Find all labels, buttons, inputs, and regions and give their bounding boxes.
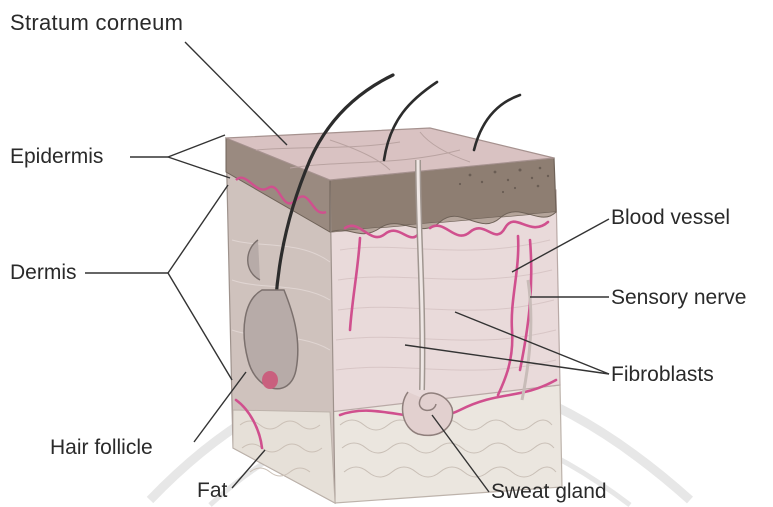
fibroblasts-label: Fibroblasts <box>611 364 714 385</box>
hair-follicle-label: Hair follicle <box>50 437 153 458</box>
blood-vessel-label: Blood vessel <box>611 207 730 228</box>
sweat-gland-label: Sweat gland <box>491 481 607 502</box>
fat-label: Fat <box>197 480 227 501</box>
dermis-label: Dermis <box>10 262 77 283</box>
sensory-nerve-label: Sensory nerve <box>611 287 746 308</box>
epidermis-label: Epidermis <box>10 146 103 167</box>
stratum-corneum-label: Stratum corneum <box>10 12 183 34</box>
